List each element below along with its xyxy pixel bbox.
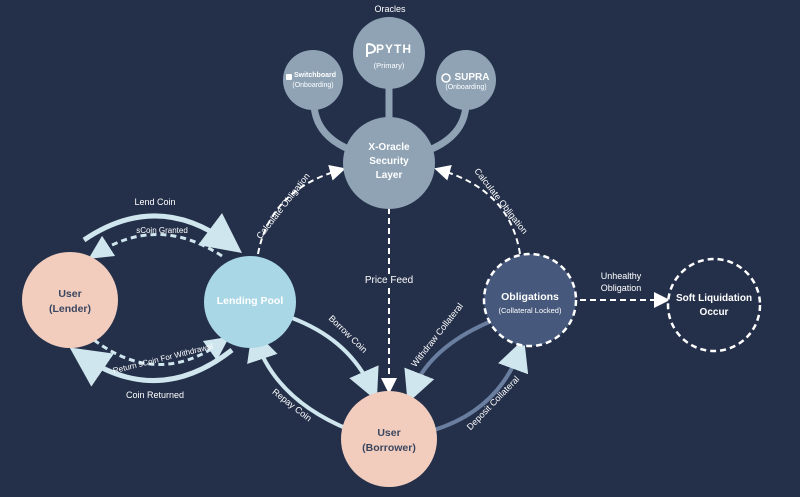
arrow-borrow-coin — [291, 316, 379, 401]
switchboard-label: Switchboard — [292, 72, 338, 79]
lender-label: User (Lender) — [49, 288, 91, 315]
oracles-title: Oracles — [374, 4, 406, 14]
lending-pool-node — [204, 256, 296, 348]
arrow-repay-coin — [247, 328, 351, 432]
arrow-return-scoin — [93, 336, 230, 366]
supra-logo-icon — [441, 73, 451, 83]
supra-note: (Onboarding) — [445, 84, 487, 91]
security-layer-label: X-Oracle Security Layer — [368, 142, 410, 181]
supra-name: SUPRA — [454, 72, 490, 83]
scoin-granted-label: sCoin Granted — [136, 226, 188, 235]
arrow-coin-returned — [69, 347, 234, 387]
obligations-label: Obligations (Collateral Locked) — [498, 291, 562, 315]
lending-pool-label: Lending Pool — [216, 295, 284, 307]
arrow-calc-obligation-left — [257, 165, 346, 255]
pyth-logo-icon — [366, 43, 377, 57]
arrow-scoin-granted — [88, 233, 223, 259]
lender-node — [22, 252, 118, 348]
price-feed-label: Price Feed — [353, 275, 425, 286]
arrow-lend-coin — [82, 213, 243, 253]
oracle-supra-node — [436, 50, 496, 110]
soft-liquidation-node — [666, 257, 762, 353]
security-layer-node — [343, 117, 435, 209]
supra-label: SUPRA — [452, 72, 492, 83]
arrow-calc-obligation-right — [434, 165, 521, 255]
switchboard-note: (Onboarding) — [292, 82, 334, 89]
pyth-name: PYTH — [375, 42, 412, 56]
pyth-note: (Primary) — [373, 61, 405, 70]
borrower-node — [341, 391, 437, 487]
switchboard-name: Switchboard — [293, 72, 336, 79]
oracle-switchboard-node — [283, 50, 343, 110]
switchboard-logo-icon — [286, 74, 292, 80]
arrow-deposit-collateral — [433, 338, 529, 432]
borrower-label: User (Borrower) — [362, 427, 416, 454]
lend-coin-label: Lend Coin — [134, 197, 176, 207]
arrow-withdraw-collateral — [404, 318, 495, 404]
coin-returned-label: Coin Returned — [125, 390, 185, 400]
unhealthy-obligation-label: Unhealthy Obligation — [600, 271, 642, 293]
oracle-pyth-node — [353, 17, 425, 89]
pyth-label: PYTH — [370, 42, 418, 56]
obligations-node — [482, 252, 578, 348]
soft-liquidation-label: Soft Liquidation Occur — [675, 293, 753, 318]
